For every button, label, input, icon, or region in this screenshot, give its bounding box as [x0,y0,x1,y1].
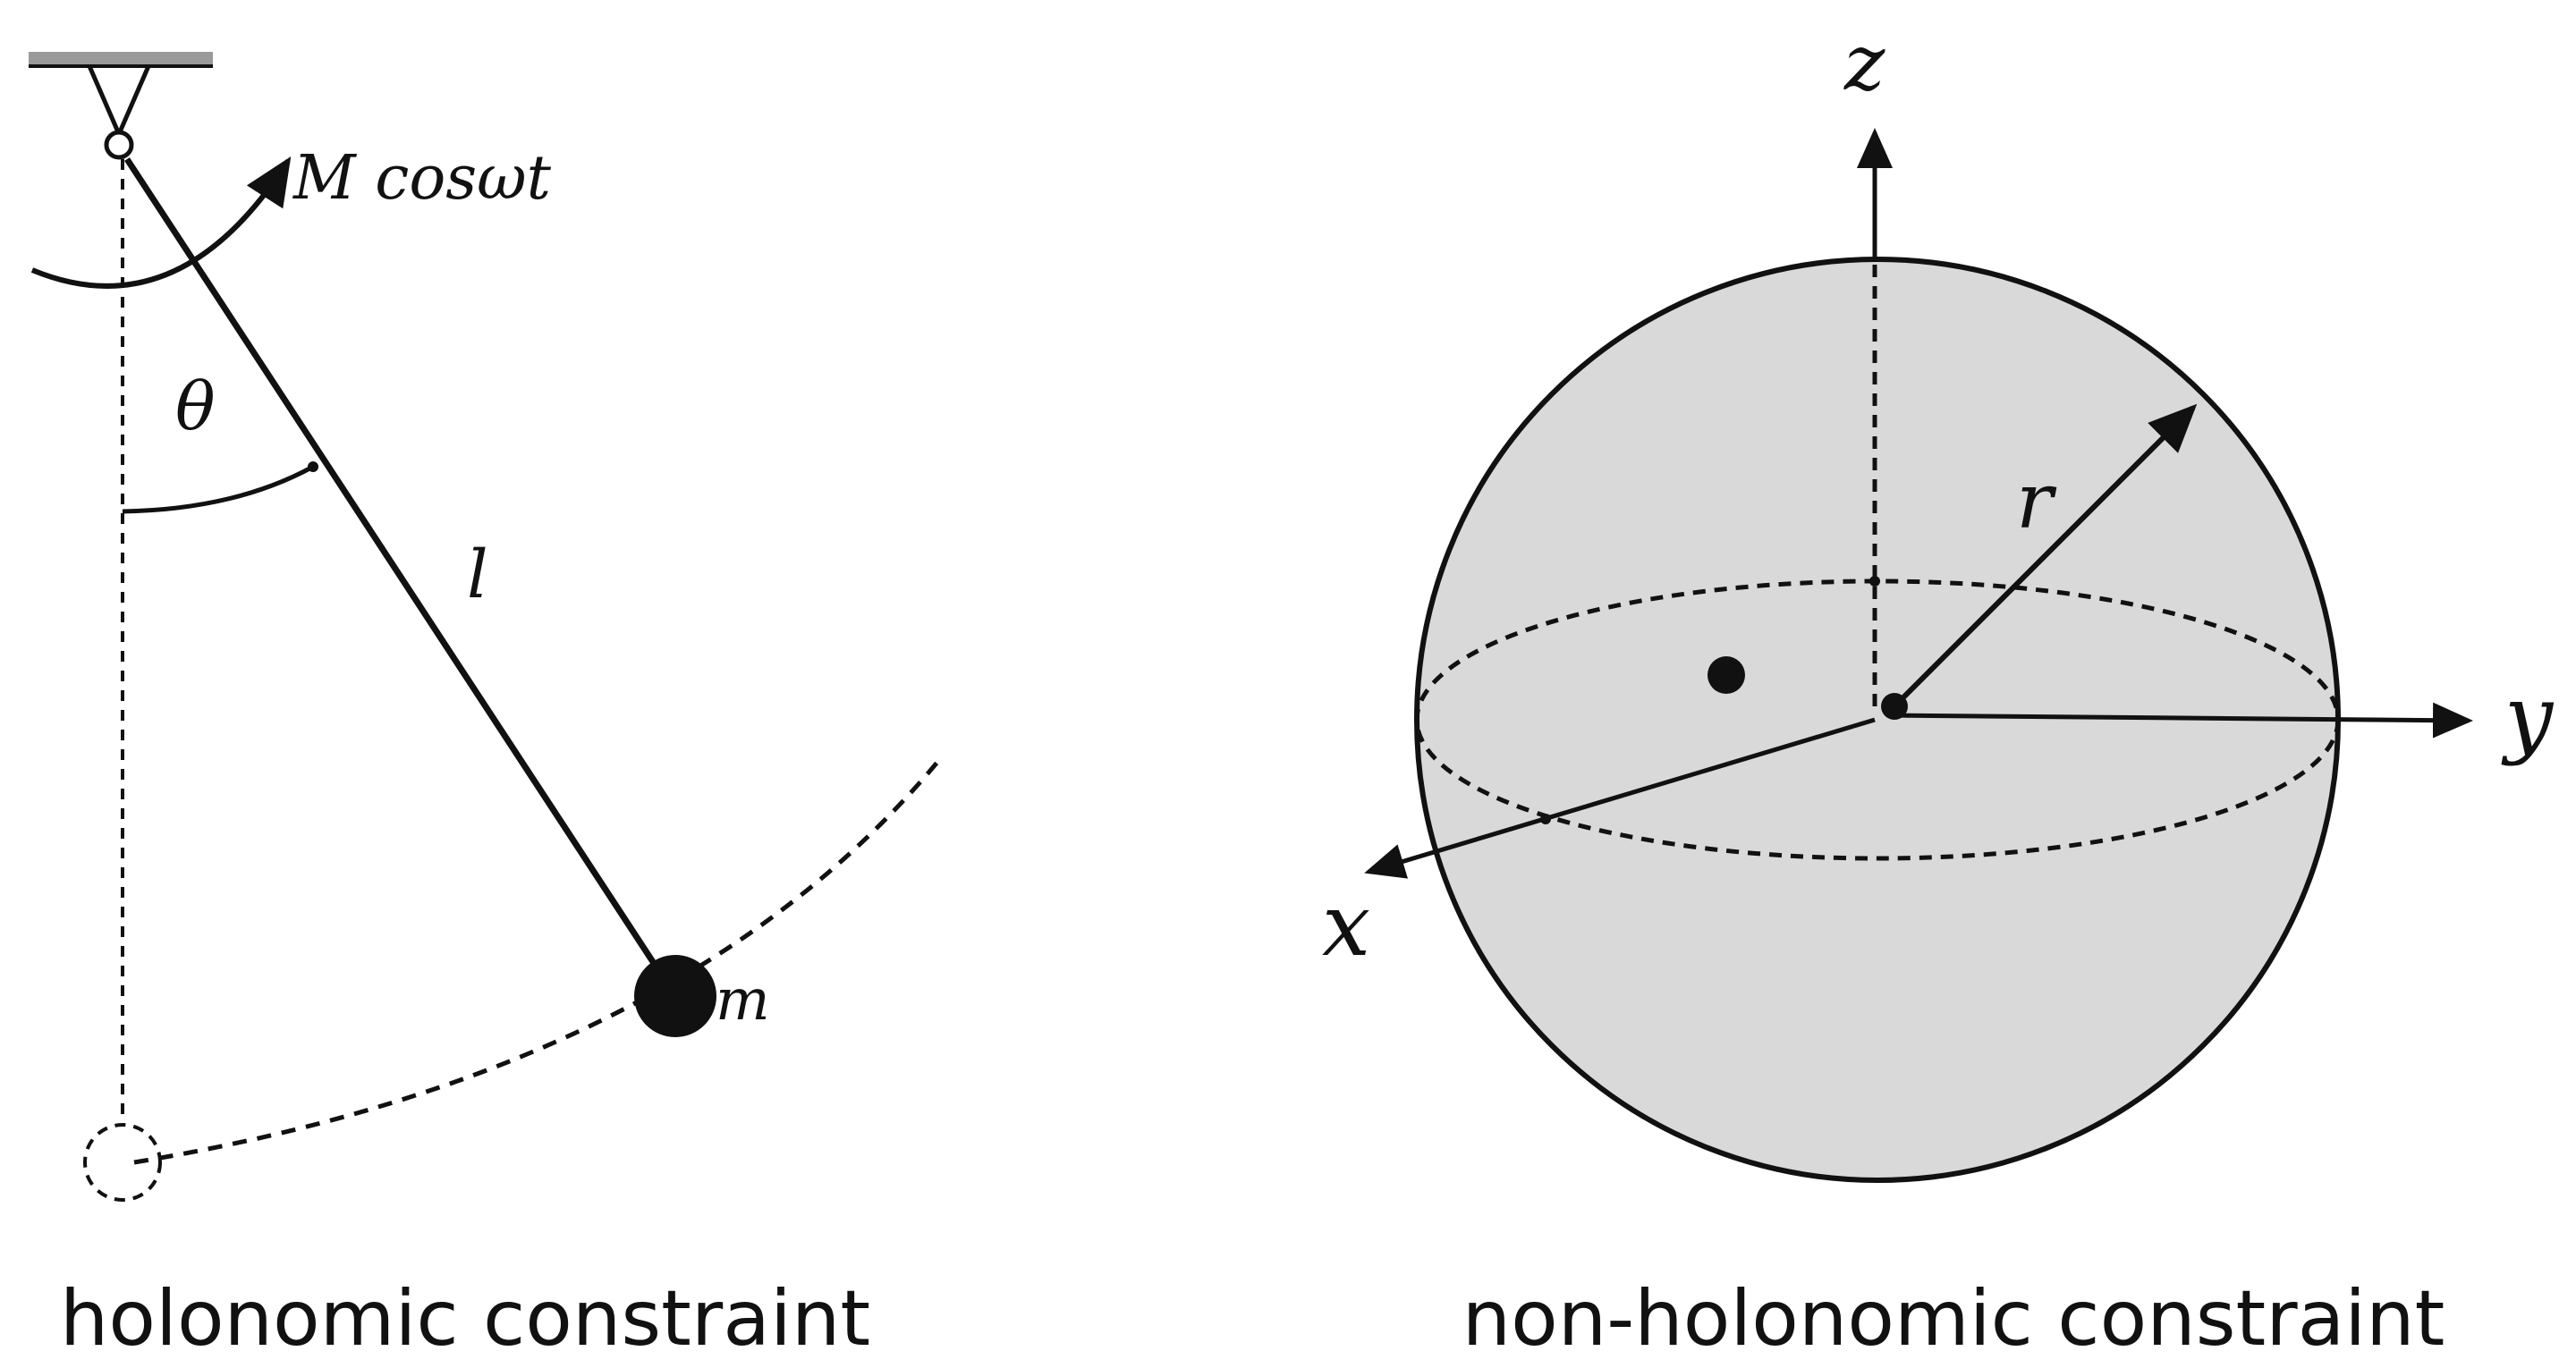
length-label: l [467,536,488,613]
x-axis-surface-dot [1540,814,1551,824]
angle-label: θ [175,368,216,445]
x-axis [1364,717,1876,879]
z-axis-label: z [1843,19,1885,108]
angle-arc-end-dot [308,461,318,472]
pendulum-panel: M cosωt θ l m holonomic constraint [29,52,941,1364]
pivot-support [87,65,151,140]
sphere-panel: z y x r non-holonomic constraint [1322,19,2555,1364]
angle-arc [122,464,315,514]
sphere-center-point [1881,693,1908,720]
y-axis-label: y [2501,667,2555,767]
mass-label: m [716,967,770,1034]
radius-line [1892,403,2198,709]
particle-dot [1707,656,1745,694]
holonomic-caption: holonomic constraint [60,1274,870,1364]
ceiling-bar [29,52,213,66]
x-axis-label: x [1322,875,1370,975]
moment-label: M cosωt [292,143,552,214]
swing-path [133,758,941,1165]
rest-position-marker [83,1123,162,1202]
non-holonomic-caption: non-holonomic constraint [1462,1274,2445,1364]
y-axis [1886,702,2473,739]
z-axis-equator-dot [1869,576,1880,587]
pendulum-bob [634,955,716,1037]
radius-label: r [2016,457,2057,546]
moment-arc [30,156,292,289]
pendulum-rod [124,157,678,998]
pivot-joint [104,130,134,160]
